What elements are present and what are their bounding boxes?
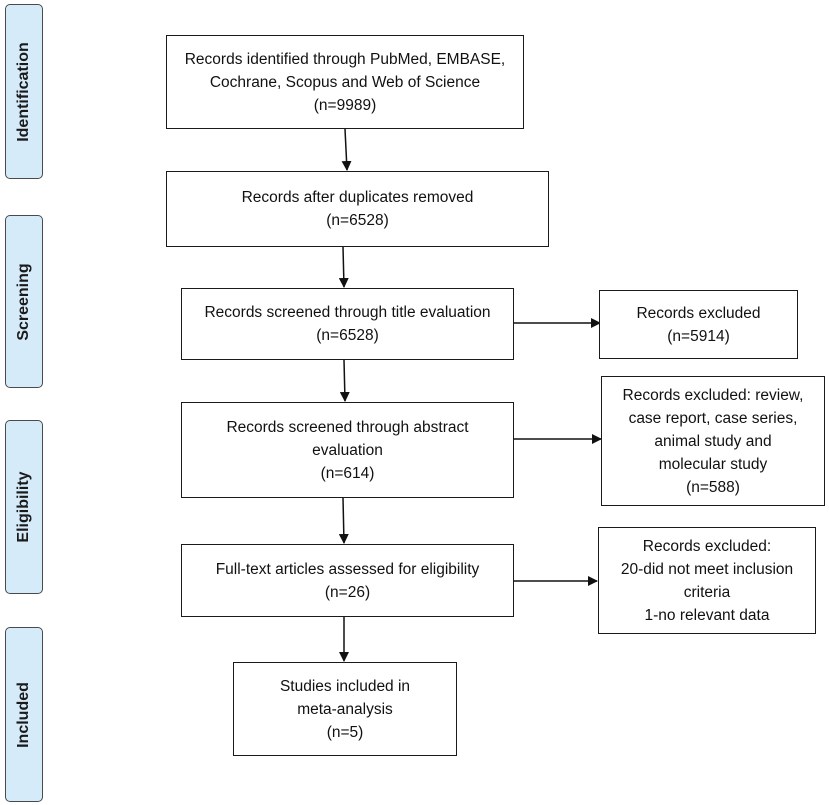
phase-identification-label: Identification <box>15 41 32 142</box>
box-fulltext-excluded-line-2: 20-did not meet inclusion <box>620 560 794 578</box>
box-fulltext-excluded: Records excluded: 20-did not meet inclus… <box>598 527 816 634</box>
box-studies-included-line-2: meta-analysis <box>297 700 393 718</box>
box-studies-included-count: (n=5) <box>326 723 364 741</box>
phase-included-label: Included <box>15 681 32 748</box>
box-title-screened: Records screened through title evaluatio… <box>181 288 514 360</box>
box-fulltext-assessed: Full-text articles assessed for eligibil… <box>181 544 514 617</box>
phase-screening: Screening <box>5 215 43 388</box>
box-fulltext-excluded-line-4: 1-no relevant data <box>644 606 770 624</box>
arrow-identified-to-dedup <box>341 128 352 171</box>
phase-eligibility-label: Eligibility <box>15 471 32 543</box>
phase-included: Included <box>5 627 43 802</box>
box-abstract-excluded-line-1: Records excluded: review, <box>622 386 804 404</box>
phase-eligibility: Eligibility <box>5 420 43 594</box>
arrow-title-to-abstract <box>339 359 350 402</box>
box-duplicates-removed-count: (n=6528) <box>326 212 389 229</box>
box-abstract-excluded-line-3: animal study and <box>654 432 772 450</box>
box-fulltext-excluded-line-1: Records excluded: <box>642 537 772 555</box>
box-title-excluded-count: (n=5914) <box>667 327 730 345</box>
box-duplicates-removed: Records after duplicates removed (n=6528… <box>166 171 549 247</box>
box-title-screened-line-1: Records screened through title evaluatio… <box>204 304 491 321</box>
box-abstract-screened: Records screened through abstract evalua… <box>181 402 514 498</box>
box-records-identified-count: (n=9989) <box>313 96 377 114</box>
box-abstract-excluded-line-2: case report, case series, <box>628 409 798 427</box>
box-abstract-excluded: Records excluded: review, case report, c… <box>601 376 825 506</box>
box-studies-included-line-1: Studies included in <box>279 677 411 695</box>
arrow-dedup-to-title <box>338 246 349 288</box>
box-fulltext-excluded-line-3: criteria <box>683 583 731 601</box>
box-abstract-screened-line-2: evaluation <box>312 441 383 459</box>
box-title-screened-count: (n=6528) <box>316 327 379 344</box>
box-fulltext-assessed-count: (n=26) <box>324 583 371 601</box>
arrow-abstract-to-fulltext <box>338 497 349 544</box>
phase-identification: Identification <box>5 4 43 179</box>
phase-screening-label: Screening <box>15 262 32 341</box>
box-title-excluded-line-1: Records excluded <box>636 304 761 322</box>
box-abstract-excluded-count: (n=588) <box>686 478 740 496</box>
box-title-excluded: Records excluded (n=5914) <box>599 290 798 359</box>
box-studies-included: Studies included in meta-analysis (n=5) <box>233 662 457 756</box>
box-abstract-screened-count: (n=614) <box>320 464 375 482</box>
box-duplicates-removed-line-1: Records after duplicates removed <box>241 189 474 206</box>
box-records-identified-line-2: Cochrane, Scopus and Web of Science <box>209 73 481 91</box>
box-fulltext-assessed-line-1: Full-text articles assessed for eligibil… <box>215 560 480 578</box>
box-abstract-excluded-line-4: molecular study <box>658 455 768 473</box>
box-abstract-screened-line-1: Records screened through abstract <box>226 418 469 436</box>
box-records-identified-line-1: Records identified through PubMed, EMBAS… <box>184 50 506 68</box>
box-records-identified: Records identified through PubMed, EMBAS… <box>166 35 524 129</box>
